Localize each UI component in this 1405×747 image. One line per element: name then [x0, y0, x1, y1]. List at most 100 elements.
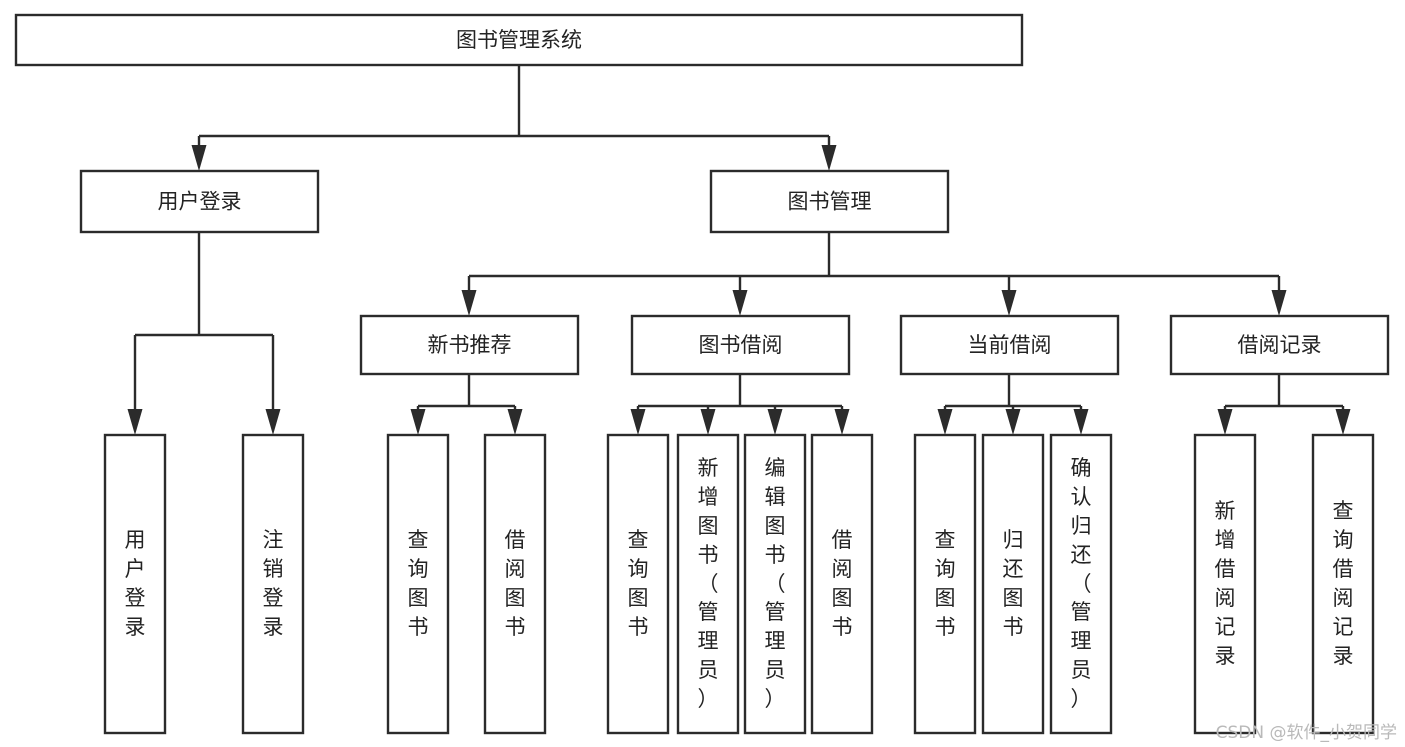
node-label-vertical-slot: 编 辑 图 书 （ 管 理 员 ）: [764, 455, 786, 712]
node-box: [359, 314, 580, 376]
arrow-head-icon: [507, 409, 523, 435]
node-label-vertical-slot: 新 增 图 书 （ 管 理 员 ）: [697, 455, 719, 712]
arrow-head-icon: [1217, 409, 1233, 435]
edge-group-borrowrecord-to-leaves: [1217, 374, 1351, 435]
node-box: [743, 433, 807, 735]
node-label-vertical-slot: 归 还 图 书: [1002, 528, 1024, 639]
arrow-head-icon: [191, 145, 207, 171]
node-label: 归 还 图 书: [1002, 528, 1024, 639]
node-label: 当前借阅: [968, 333, 1052, 357]
node-box: [676, 433, 740, 735]
arrow-head-icon: [1073, 409, 1089, 435]
node-label: 编 辑 图 书 （ 管 理 员 ）: [764, 455, 786, 712]
node-root[interactable]: 图书管理系统: [14, 13, 1024, 67]
arrow-head-icon: [410, 409, 426, 435]
node-leaf-edit-book[interactable]: 编 辑 图 书 （ 管 理 员 ）: [743, 433, 807, 735]
arrow-head-icon: [700, 409, 716, 435]
node-label: 图书借阅: [699, 333, 783, 357]
node-box: [483, 433, 547, 735]
node-label-vertical-slot: 用 户 登 录: [124, 528, 146, 639]
node-leaf-borrow-book[interactable]: 借 阅 图 书: [810, 433, 874, 735]
arrow-head-icon: [461, 290, 477, 316]
node-label-vertical-slot: 新 增 借 阅 记 录: [1214, 499, 1236, 668]
node-label: 查 询 图 书: [627, 528, 649, 639]
node-label: 查 询 借 阅 记 录: [1332, 499, 1354, 668]
node-label-vertical-slot: 确 认 归 还 （ 管 理 员 ）: [1070, 455, 1092, 712]
node-borrow-record[interactable]: 借阅记录: [1169, 314, 1390, 376]
arrow-head-icon: [1005, 409, 1021, 435]
node-label: 用户登录: [158, 190, 242, 214]
node-new-book-recommend[interactable]: 新书推荐: [359, 314, 580, 376]
node-label: 图书管理系统: [456, 28, 582, 52]
node-label-vertical-slot: 查 询 图 书: [934, 528, 956, 639]
node-label: 借 阅 图 书: [831, 528, 853, 639]
node-leaf-confirm-return[interactable]: 确 认 归 还 （ 管 理 员 ）: [1049, 433, 1113, 735]
node-leaf-return-book[interactable]: 归 还 图 书: [981, 433, 1045, 735]
arrow-head-icon: [1271, 290, 1287, 316]
node-box: [1311, 433, 1375, 735]
node-label: 注 销 登 录: [262, 528, 284, 639]
node-book-borrow[interactable]: 图书借阅: [630, 314, 851, 376]
node-box: [241, 433, 305, 735]
arrow-head-icon: [1335, 409, 1351, 435]
node-label: 借阅记录: [1238, 333, 1322, 357]
node-leaf-add-record[interactable]: 新 增 借 阅 记 录: [1193, 433, 1257, 735]
node-user-login[interactable]: 用户登录: [79, 169, 320, 234]
node-box: [810, 433, 874, 735]
arrow-head-icon: [834, 409, 850, 435]
edge-group-newbook-to-leaves: [410, 374, 523, 435]
node-label-vertical-slot: 查 询 图 书: [408, 528, 429, 639]
node-box: [1169, 314, 1390, 376]
node-label: 查 询 图 书: [934, 528, 956, 639]
edge-group-userlogin-to-leaves: [127, 232, 281, 435]
node-leaf-query-book-borrow[interactable]: 查 询 图 书: [606, 433, 670, 735]
node-book-manage[interactable]: 图书管理: [709, 169, 950, 234]
node-box: [1193, 433, 1257, 735]
node-box: [1049, 433, 1113, 735]
edge-group-bookborrow-to-leaves: [630, 374, 850, 435]
edge-group-currentborrow-to-leaves: [937, 374, 1089, 435]
node-label-vertical-slot: 借 阅 图 书: [831, 528, 853, 639]
edge-group-bookmanage-to-level3: [461, 232, 1287, 316]
node-box: [709, 169, 950, 234]
node-leaf-logout[interactable]: 注 销 登 录: [241, 433, 305, 735]
node-label-vertical-slot: 查 询 图 书: [627, 528, 649, 639]
node-box: [606, 433, 670, 735]
node-label: 图书管理: [788, 190, 872, 214]
arrow-head-icon: [732, 290, 748, 316]
arrow-head-icon: [821, 145, 837, 171]
node-box: [981, 433, 1045, 735]
node-leaf-query-book-rec[interactable]: 查 询 图 书: [386, 433, 450, 735]
node-leaf-add-book[interactable]: 新 增 图 书 （ 管 理 员 ）: [676, 433, 740, 735]
arrow-head-icon: [937, 409, 953, 435]
arrow-head-icon: [630, 409, 646, 435]
node-label: 用 户 登 录: [124, 528, 146, 639]
node-box: [386, 433, 450, 735]
node-box: [630, 314, 851, 376]
edge-group-root-to-level2: [191, 65, 837, 171]
node-box: [14, 13, 1024, 67]
node-leaf-borrow-book-rec[interactable]: 借 阅 图 书: [483, 433, 547, 735]
node-label-vertical-slot: 注 销 登 录: [262, 528, 284, 639]
node-box: [913, 433, 977, 735]
node-label: 确 认 归 还 （ 管 理 员 ）: [1070, 455, 1092, 712]
node-label-vertical-slot: 借 阅 图 书: [504, 528, 526, 639]
node-label: 新 增 图 书 （ 管 理 员 ）: [697, 455, 719, 712]
connector-layer: [127, 65, 1351, 435]
node-label: 借 阅 图 书: [504, 528, 526, 639]
arrow-head-icon: [767, 409, 783, 435]
node-label-vertical-slot: 查 询 借 阅 记 录: [1332, 499, 1354, 668]
node-box: [899, 314, 1120, 376]
node-box: [79, 169, 320, 234]
node-label: 新 增 借 阅 记 录: [1214, 499, 1236, 668]
node-label: 新书推荐: [428, 333, 512, 357]
arrow-head-icon: [127, 409, 143, 435]
node-leaf-query-record[interactable]: 查 询 借 阅 记 录: [1311, 433, 1375, 735]
node-current-borrow[interactable]: 当前借阅: [899, 314, 1120, 376]
node-leaf-user-login[interactable]: 用 户 登 录: [103, 433, 167, 735]
node-leaf-query-book-current[interactable]: 查 询 图 书: [913, 433, 977, 735]
arrow-head-icon: [1001, 290, 1017, 316]
